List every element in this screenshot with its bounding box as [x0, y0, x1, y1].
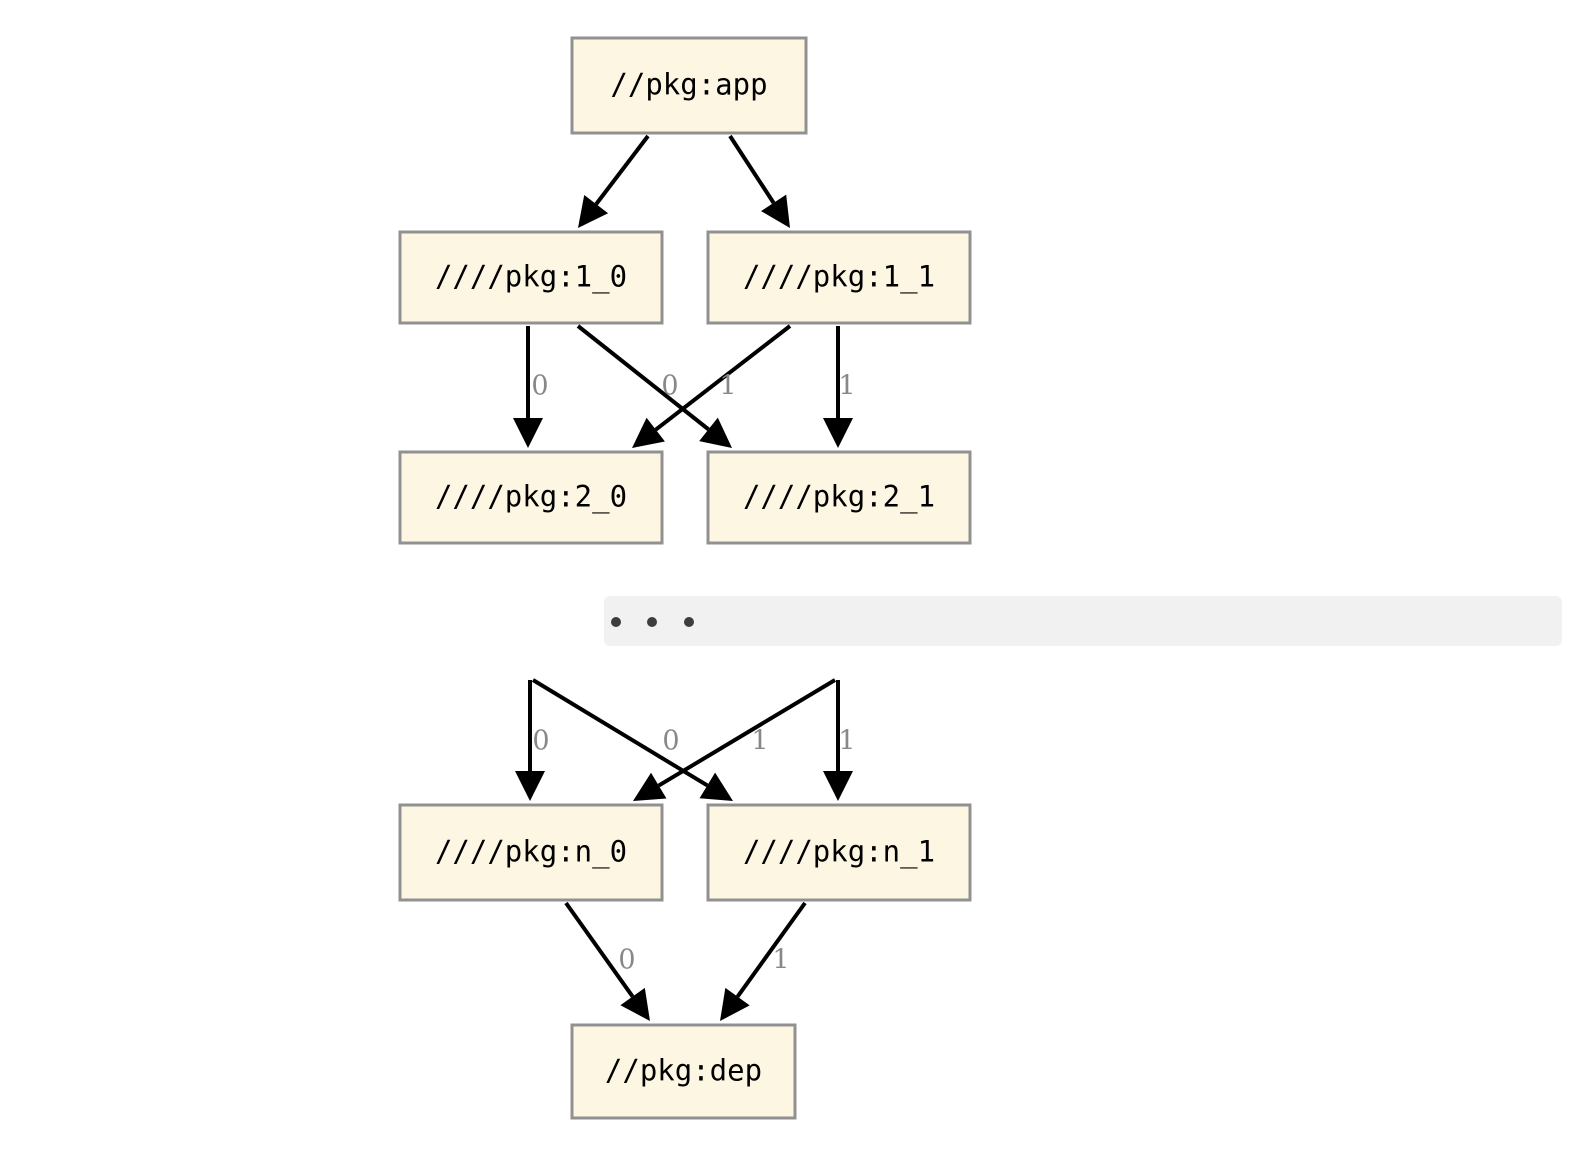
edge-labels-layer: 0 0 1 1 0 0 1 1 0 1: [531, 371, 855, 976]
graph-edge: [515, 680, 545, 801]
edge-arrowhead-icon: [823, 418, 853, 448]
graph-edge: [823, 680, 853, 801]
node-label: ////pkg:1_0: [435, 260, 627, 295]
edge-line: [654, 324, 792, 432]
node-label: ////pkg:2_0: [435, 480, 627, 515]
node-box[interactable]: [398, 803, 664, 902]
node-box[interactable]: [570, 1023, 797, 1120]
edge-label: 0: [618, 945, 635, 976]
edge-line: [564, 901, 635, 998]
edge-label: 0: [532, 726, 549, 757]
edge-arrowhead-icon: [633, 772, 667, 801]
node-box[interactable]: [570, 36, 808, 135]
node-label: //pkg:app: [610, 68, 767, 102]
graph-node-n1_0[interactable]: ////pkg:1_0: [398, 230, 664, 325]
edge-arrowhead-icon: [699, 417, 732, 448]
node-box[interactable]: [706, 803, 972, 902]
edge-arrowhead-icon: [578, 195, 609, 228]
node-label: ////pkg:2_1: [743, 480, 935, 515]
graph-node-nn_0[interactable]: ////pkg:n_0: [398, 803, 664, 902]
graph-edge: [531, 678, 733, 801]
ellipsis-dot: [611, 617, 621, 627]
graph-edge: [578, 134, 650, 228]
graph-edge: [564, 901, 650, 1021]
ellipsis-band: [604, 596, 1562, 646]
edge-line: [531, 678, 709, 788]
node-label: ////pkg:1_1: [743, 260, 935, 295]
node-box[interactable]: [398, 450, 664, 545]
ellipsis-dot: [647, 617, 657, 627]
node-label: ////pkg:n_0: [435, 835, 627, 870]
edge-arrowhead-icon: [761, 194, 790, 228]
nodes-layer: //pkg:app ////pkg:1_0 ////pkg:1_1 ////pkg:2…: [398, 36, 972, 1120]
edge-arrowhead-icon: [720, 987, 750, 1021]
edge-line: [576, 324, 710, 431]
edge-arrowhead-icon: [823, 771, 853, 801]
graph-edge: [632, 324, 792, 448]
graph-node-dep[interactable]: //pkg:dep: [570, 1023, 797, 1120]
graph-edge: [823, 326, 853, 448]
graph-edge: [513, 326, 543, 448]
edge-label: 0: [662, 726, 679, 757]
edge-label: 1: [838, 371, 855, 402]
edge-arrowhead-icon: [699, 772, 733, 801]
edge-label: 0: [661, 371, 678, 402]
edge-arrowhead-icon: [632, 417, 665, 448]
edge-label: 0: [531, 371, 548, 402]
node-box[interactable]: [706, 450, 972, 545]
edges-layer: [513, 134, 853, 1021]
graph-edge: [720, 901, 807, 1021]
graph-node-n2_0[interactable]: ////pkg:2_0: [398, 450, 664, 545]
edge-label: 1: [838, 726, 855, 757]
node-box[interactable]: [398, 230, 664, 325]
edge-arrowhead-icon: [515, 771, 545, 801]
node-label: ////pkg:n_1: [743, 835, 935, 870]
edge-line: [594, 134, 650, 206]
graph-edge: [576, 324, 732, 448]
ellipsis-layer: [604, 596, 1562, 646]
graph-node-app[interactable]: //pkg:app: [570, 36, 808, 135]
graph-edge: [633, 678, 837, 801]
edge-line: [728, 134, 776, 204]
edge-arrowhead-icon: [513, 418, 543, 448]
edge-line: [735, 901, 807, 998]
node-label: //pkg:dep: [605, 1054, 762, 1088]
graph-node-n1_1[interactable]: ////pkg:1_1: [706, 230, 972, 325]
edge-line: [657, 678, 837, 788]
node-box[interactable]: [706, 230, 972, 325]
graph-node-nn_1[interactable]: ////pkg:n_1: [706, 803, 972, 902]
edge-label: 1: [719, 371, 736, 402]
graph-edge: [728, 134, 790, 228]
edge-label: 1: [751, 726, 768, 757]
edge-label: 1: [772, 945, 789, 976]
graph-node-n2_1[interactable]: ////pkg:2_1: [706, 450, 972, 545]
edge-arrowhead-icon: [620, 987, 650, 1021]
ellipsis-dot: [684, 617, 694, 627]
